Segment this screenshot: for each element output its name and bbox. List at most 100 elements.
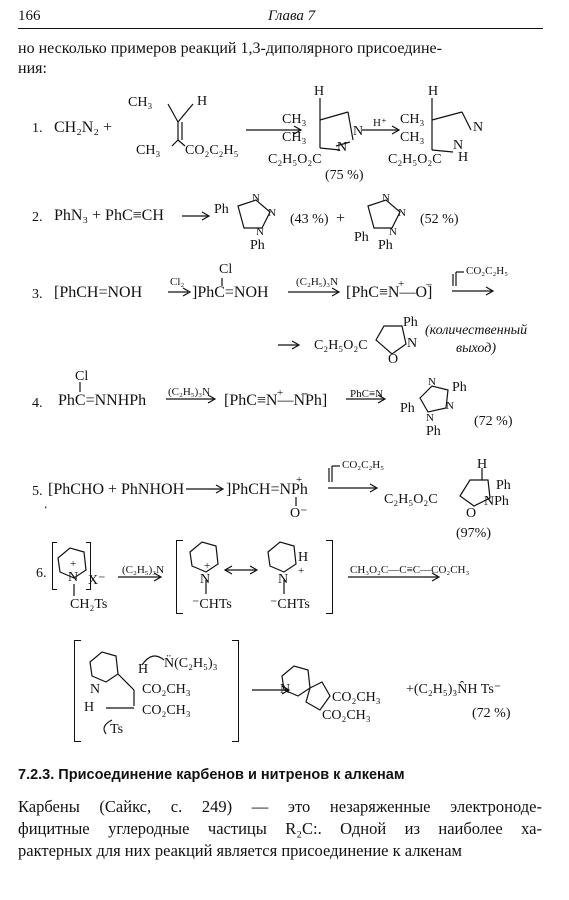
reagents: PhN₃ + PhC≡CH [54, 207, 164, 224]
hydrogen-label: H [428, 84, 439, 99]
nitrogen-label: N [256, 226, 264, 238]
ester-label: C₂H₅O₂C [384, 492, 438, 507]
yield-label: (72 %) [472, 706, 511, 721]
nitrogen-label: N [278, 572, 289, 587]
reagent-label: CH₃O₂C—C≡C—CO₂CH₃ [350, 564, 470, 576]
margin-mark: ‘ [44, 504, 48, 516]
ester-label: CO₂CH₃ [142, 682, 191, 697]
methyl-label: CH₃ [400, 130, 425, 145]
nitrogen-label: N [389, 226, 397, 238]
yield-label: (75 %) [325, 168, 364, 183]
ester-label: C₂H₅O₂C [314, 338, 368, 353]
phenyl-label: Ph [378, 238, 393, 253]
charge-minus: – [302, 387, 308, 399]
ammonium-salt: +(C₂H₅)₃N̂H Ts⁻ [406, 682, 502, 697]
nitrogen-label: N [337, 140, 348, 155]
ester-label: C₂H₅O₂C [268, 152, 322, 167]
hydrogen-label: H [197, 94, 208, 109]
phenyl-label: Ph [400, 401, 415, 416]
nitrogen-label: N [280, 682, 291, 697]
chlorine-label: Cl [219, 262, 233, 277]
ester-label: CO₂C₂H₅ [185, 143, 239, 158]
intro-line-2: ния: [18, 60, 47, 77]
hydrogen-label: H [298, 550, 309, 565]
nitrogen-label: NPh [484, 494, 509, 509]
page-number: 166 [18, 8, 41, 24]
nitrogen-label: N [407, 336, 418, 351]
reaction-number: 5. [32, 484, 43, 499]
nitrogen-label: N [473, 120, 484, 135]
nitrogen-label: N [382, 192, 390, 204]
yield-label: (52 %) [420, 212, 459, 227]
charge-plus: + [204, 560, 211, 572]
hydrogen-label: H [477, 457, 488, 472]
reactants: [PhCHO + PhNHOH [48, 481, 185, 498]
nitrogen-label: N [426, 412, 434, 424]
hydrogen-label: H [314, 84, 325, 99]
bracket-right [326, 540, 333, 614]
reagent-label: Cl₂ [170, 276, 185, 288]
bracket-left [176, 540, 183, 614]
hydrogen-label: H [138, 662, 149, 677]
nitrogen-label: N [90, 682, 101, 697]
chapter-title: Глава 7 [268, 8, 316, 24]
methyl-label: CH₃ [282, 112, 307, 127]
charge-minus: – [426, 278, 432, 290]
counterion-label: X⁻ [88, 573, 106, 588]
nitrogen-label: N [200, 572, 211, 587]
nitrone: ]PhCH=NPh [226, 481, 308, 498]
ester-label: C₂H₅O₂C [388, 152, 442, 167]
body-paragraph: Карбены (Сайкс, с. 249) — это незаряженн… [18, 796, 542, 862]
methyl-label: CH₃ [400, 112, 425, 127]
reaction-number: 2. [32, 210, 43, 225]
nitrogen-label: N [398, 207, 406, 219]
charge-plus: + [398, 278, 405, 290]
nitrogen-label: N [252, 192, 260, 204]
amine-label: N̈(C₂H₅)₃ [164, 656, 218, 671]
reaction-number: 3. [32, 287, 43, 302]
bracket-right [232, 640, 239, 742]
methyl-label: CH₃ [136, 143, 161, 158]
nitrogen-label: N [453, 138, 464, 153]
bracket-left [74, 640, 81, 742]
page-header: 166 Глава 7 [18, 6, 543, 29]
tosyl-label: Ts [110, 722, 124, 737]
ylide-label: ⁻CHTs [270, 597, 310, 612]
oxygen-label: O [466, 506, 477, 521]
charge-plus: + [70, 558, 77, 570]
nitrile-oxide: [PhC≡N—O] [346, 284, 433, 301]
yield-label: (43 %) [290, 212, 329, 227]
reagent-label: (C₂H₅)₃N [168, 386, 211, 398]
hydrazonoyl-chloride: PhC=NNHPh [58, 392, 147, 409]
catalyst-label: H⁺ [373, 117, 387, 129]
nitrogen-label: N [428, 376, 436, 388]
nitrogen-label: N [353, 124, 364, 139]
bracket-right [86, 542, 91, 590]
ester-label: CO₂CH₃ [322, 708, 371, 723]
chlorine-label: Cl [75, 369, 89, 384]
ester-label: CO₂CH₃ [332, 690, 381, 705]
phenyl-label: Ph [354, 230, 369, 245]
hydrogen-label: H [84, 700, 95, 715]
yield-label: (72 %) [474, 414, 513, 429]
phenyl-label: Ph [496, 478, 511, 493]
alkene-label: CO₂C₂H₅ [466, 265, 509, 277]
phenyl-label: Ph [250, 238, 265, 253]
phenyl-label: Ph [214, 202, 229, 217]
reagent: CH₂N₂ + [54, 119, 112, 136]
yield-note: выход) [456, 341, 496, 356]
oxygen-label: O [388, 352, 399, 367]
intro-line-1: но несколько примеров реакций 1,3-диполя… [18, 40, 442, 57]
reagent-label: (C₂H₅)₃N [122, 564, 165, 576]
charge-plus: + [296, 474, 303, 486]
yield-note: (количественный [425, 323, 528, 338]
phenyl-label: Ph [426, 424, 441, 439]
phenyl-label: Ph [452, 380, 467, 395]
phenyl-label: Ph [403, 315, 418, 330]
alkene-label: CO₂C₂H₅ [342, 459, 385, 471]
